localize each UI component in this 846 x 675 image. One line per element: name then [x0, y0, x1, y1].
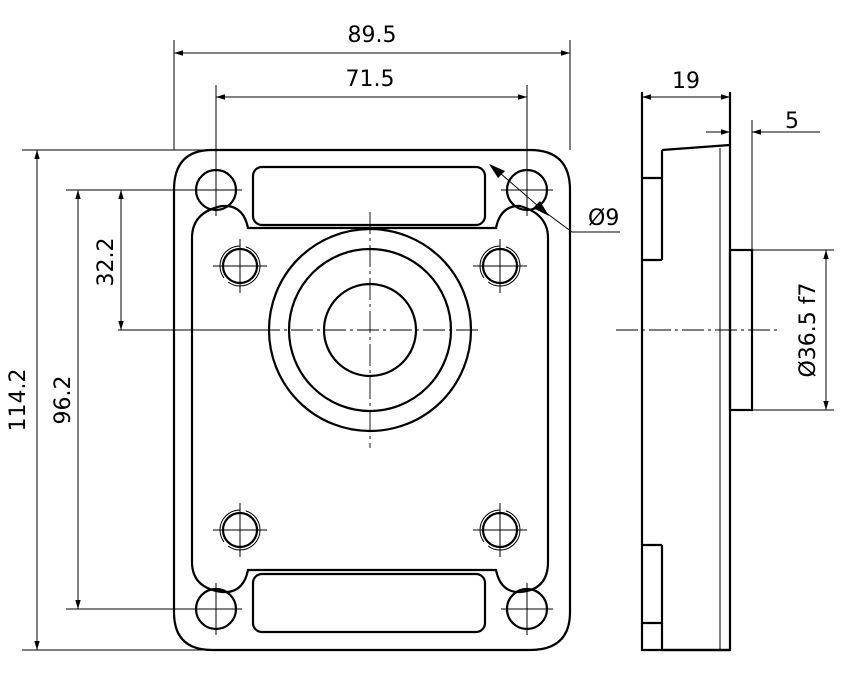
dim-hole-diameter: Ø9 [588, 206, 619, 231]
dim-center-offset: 32.2 [94, 238, 119, 287]
top-slot [251, 165, 487, 227]
front-dimensions [22, 40, 620, 651]
bottom-slot [251, 572, 487, 634]
dim-hole-spacing-x: 71.5 [346, 67, 395, 92]
front-view [172, 148, 572, 652]
hole-center-marks [190, 164, 553, 635]
dim-hole-spacing-y: 96.2 [51, 376, 76, 425]
side-view [616, 92, 780, 652]
side-dimensions [642, 94, 834, 411]
dim-overall-width: 89.5 [348, 23, 397, 48]
dim-pilot-length: 5 [785, 109, 799, 134]
dim-side-thickness: 19 [672, 69, 700, 94]
dim-pilot-diameter: Ø36.5 f7 [796, 282, 821, 377]
flange-outline [172, 148, 572, 652]
dim-overall-height: 114.2 [6, 369, 31, 432]
side-profile [640, 92, 732, 652]
